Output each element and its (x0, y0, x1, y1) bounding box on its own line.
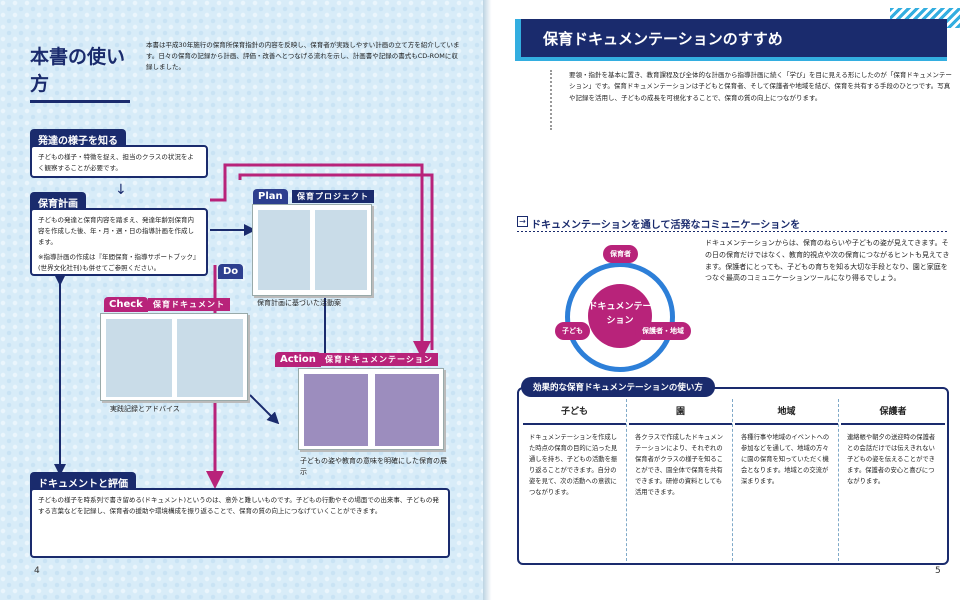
plan-caption: 保育計画に基づいた活動案 (257, 299, 341, 307)
arrow-down-icon: ↓ (115, 182, 127, 198)
subheading: ドキュメンテーションを通して活発なコミュニケーションを (531, 220, 801, 231)
phase-plan-sub: 保育プロジェクト (292, 190, 374, 203)
usage-column-child: 子ども ドキュメンテーションを作成した時点の保育の目的に沿った見通しを持ち、子ど… (523, 399, 627, 561)
page-number-left: 4 (34, 566, 40, 576)
cycle-node-teacher: 保育者 (603, 245, 638, 263)
column-head: 保護者 (841, 399, 945, 425)
column-body: 各種行事や地域のイベントへの参加などを通して、地域の方々に園の保育を知っていただ… (741, 434, 830, 485)
section-note: ※指導計画の作成は『年間保育・指導サポートブック』(世界文化社刊)も併せてご参照… (38, 253, 200, 272)
section-box-plan: 子どもの発達と保育内容を踏まえ、発達年齢別保育内容を作成した後、年・月・週・日の… (30, 208, 208, 276)
cycle-node-child: 子ども (555, 322, 590, 340)
table-title: 効果的な保育ドキュメンテーションの使い方 (521, 377, 715, 397)
usage-column-community: 地域 各種行事や地域のイベントへの参加などを通して、地域の方々に園の保育を知って… (735, 399, 839, 561)
page-title: 保育ドキュメンテーションのすすめ (515, 19, 947, 57)
right-page: 保育ドキュメンテーションのすすめ 要領・指針を基本に置き、教育課程及び全体的な計… (495, 0, 970, 600)
phase-check-label: Check (104, 297, 148, 312)
usage-column-school: 園 各クラスで作成したドキュメンテーションにより、それぞれの保育者がクラスの様子… (629, 399, 733, 561)
section-box-document-evaluation: 子どもの様子を時系列で書き留める(ドキュメント)というのは、意外と難しいものです… (30, 488, 450, 558)
section-tab-development: 発達の様子を知る (30, 129, 126, 150)
section-text: 子どもの様子・特徴を捉え、担当のクラスの状況をよく観察することが必要です。 (38, 153, 194, 172)
decorative-dots (550, 70, 558, 130)
column-head: 子ども (523, 399, 626, 425)
phase-action-label: Action (275, 352, 321, 367)
communication-cycle-ring (565, 262, 675, 372)
column-head: 地域 (735, 399, 838, 425)
usage-table: 子ども ドキュメンテーションを作成した時点の保育の目的に沿った見通しを持ち、子ど… (517, 387, 949, 565)
intro-text: 要領・指針を基本に置き、教育課程及び全体的な計画から指導計画に続く「学び」を目に… (569, 71, 952, 102)
column-head: 園 (629, 399, 732, 425)
column-body: 各クラスで作成したドキュメンテーションにより、それぞれの保育者がクラスの様子を知… (635, 434, 724, 496)
phase-check-sub: 保育ドキュメント (148, 298, 230, 311)
section-box-development: 子どもの様子・特徴を捉え、担当のクラスの状況をよく観察することが必要です。 (30, 145, 208, 178)
left-page: 本書の使い方 本書は平成30年施行の保育所保育指針の内容を反映し、保育者が実践し… (0, 0, 483, 600)
title-stripe (515, 57, 947, 61)
action-caption: 子どもの姿や教育の意味を明確にした保育の展示 (300, 457, 447, 476)
check-caption: 実践記録とアドバイス (110, 405, 180, 413)
check-document-thumbnail (100, 313, 248, 401)
phase-plan-label: Plan (253, 189, 288, 204)
section-text: 子どもの発達と保育内容を踏まえ、発達年齢別保育内容を作成した後、年・月・週・日の… (38, 216, 194, 246)
arrow-right-icon: → (517, 216, 528, 227)
page-number-right: 5 (935, 566, 941, 576)
section-text: 子どもの様子を時系列で書き留める(ドキュメント)というのは、意外と難しいものです… (38, 496, 439, 515)
column-body: ドキュメンテーションを作成した時点の保育の目的に沿った見通しを持ち、子どもの活動… (529, 434, 618, 496)
subheading-rule (517, 231, 947, 232)
column-body: 連絡帳や朝夕の送迎時の保護者との会話だけでは伝えきれない子どもの姿を伝えることが… (847, 434, 936, 485)
description-paragraph: ドキュメンテーションからは、保育のねらいや子どもの姿が見えてきます。その日の保育… (705, 239, 950, 283)
usage-column-parents: 保護者 連絡帳や朝夕の送迎時の保護者との会話だけでは伝えきれない子どもの姿を伝え… (841, 399, 945, 561)
gutter (483, 0, 495, 600)
cycle-node-parents: 保護者・地域 (635, 322, 691, 340)
phase-action-sub: 保育ドキュメンテーション (320, 353, 438, 366)
section-tab-document-evaluation: ドキュメントと評価 (30, 472, 136, 493)
plan-document-thumbnail (252, 204, 372, 296)
intro-text: 本書は平成30年施行の保育所保育指針の内容を反映し、保育者が実践しやすい計画の立… (146, 41, 460, 71)
page-title: 本書の使い方 (30, 42, 130, 103)
phase-do-label: Do (218, 264, 244, 279)
section-tab-plan: 保育計画 (30, 192, 86, 213)
action-document-thumbnail (298, 368, 444, 450)
